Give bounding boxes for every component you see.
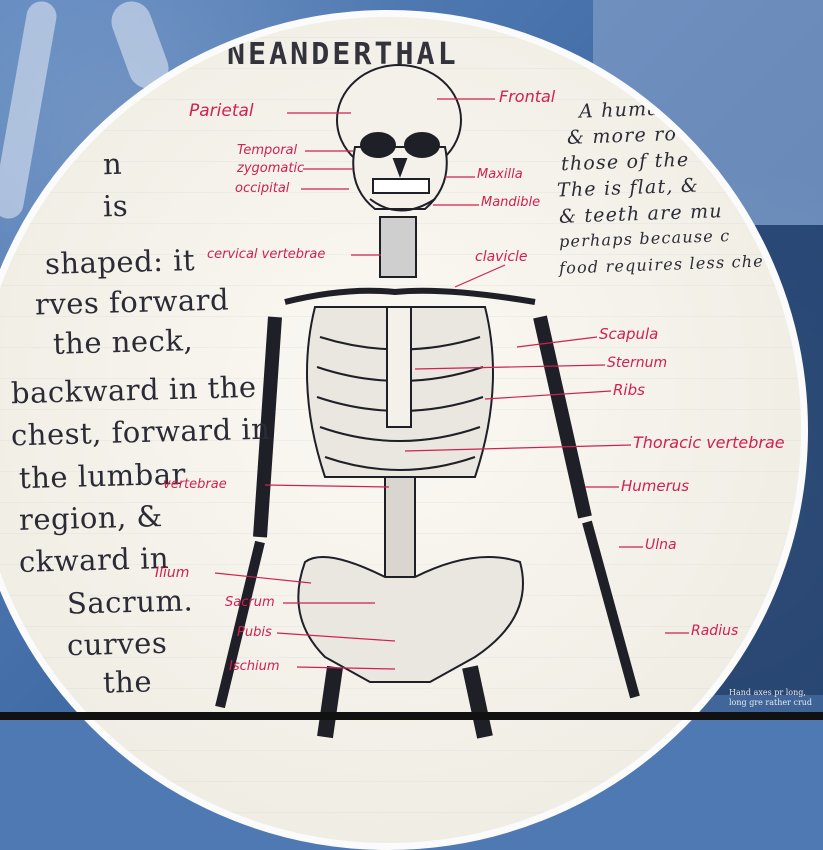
label-ilium: Ilium [155,565,189,581]
label-humerus: Humerus [621,477,689,495]
label-clavicle: clavicle [475,249,528,265]
bottom-edge-bar [0,712,823,720]
label-zygomatic: zygomatic [237,161,304,176]
label-frontal: Frontal [499,87,555,106]
label-parietal: Parietal [189,101,254,121]
label-occipital: occipital [235,181,289,196]
label-ulna: Ulna [645,537,677,553]
label-radius: Radius [691,623,738,639]
label-temporal: Temporal [237,143,297,158]
label-vertebrae: vertebrae [163,477,227,492]
label-sacrum: Sacrum [225,595,275,610]
label-thoracic-vertebrae: Thoracic vertebrae [633,433,785,452]
label-cervical-vertebrae: cervical vertebrae [207,247,325,262]
label-ribs: Ribs [613,381,645,399]
label-ischium: Ischium [229,659,280,674]
label-sternum: Sternum [607,355,667,371]
notebook-page-circle: NEANDERTHAL n is shaped: it rves forward… [0,10,808,850]
label-pubis: Pubis [237,625,272,640]
label-maxilla: Maxilla [477,167,523,182]
label-mandible: Mandible [481,195,540,210]
label-scapula: Scapula [599,325,658,343]
